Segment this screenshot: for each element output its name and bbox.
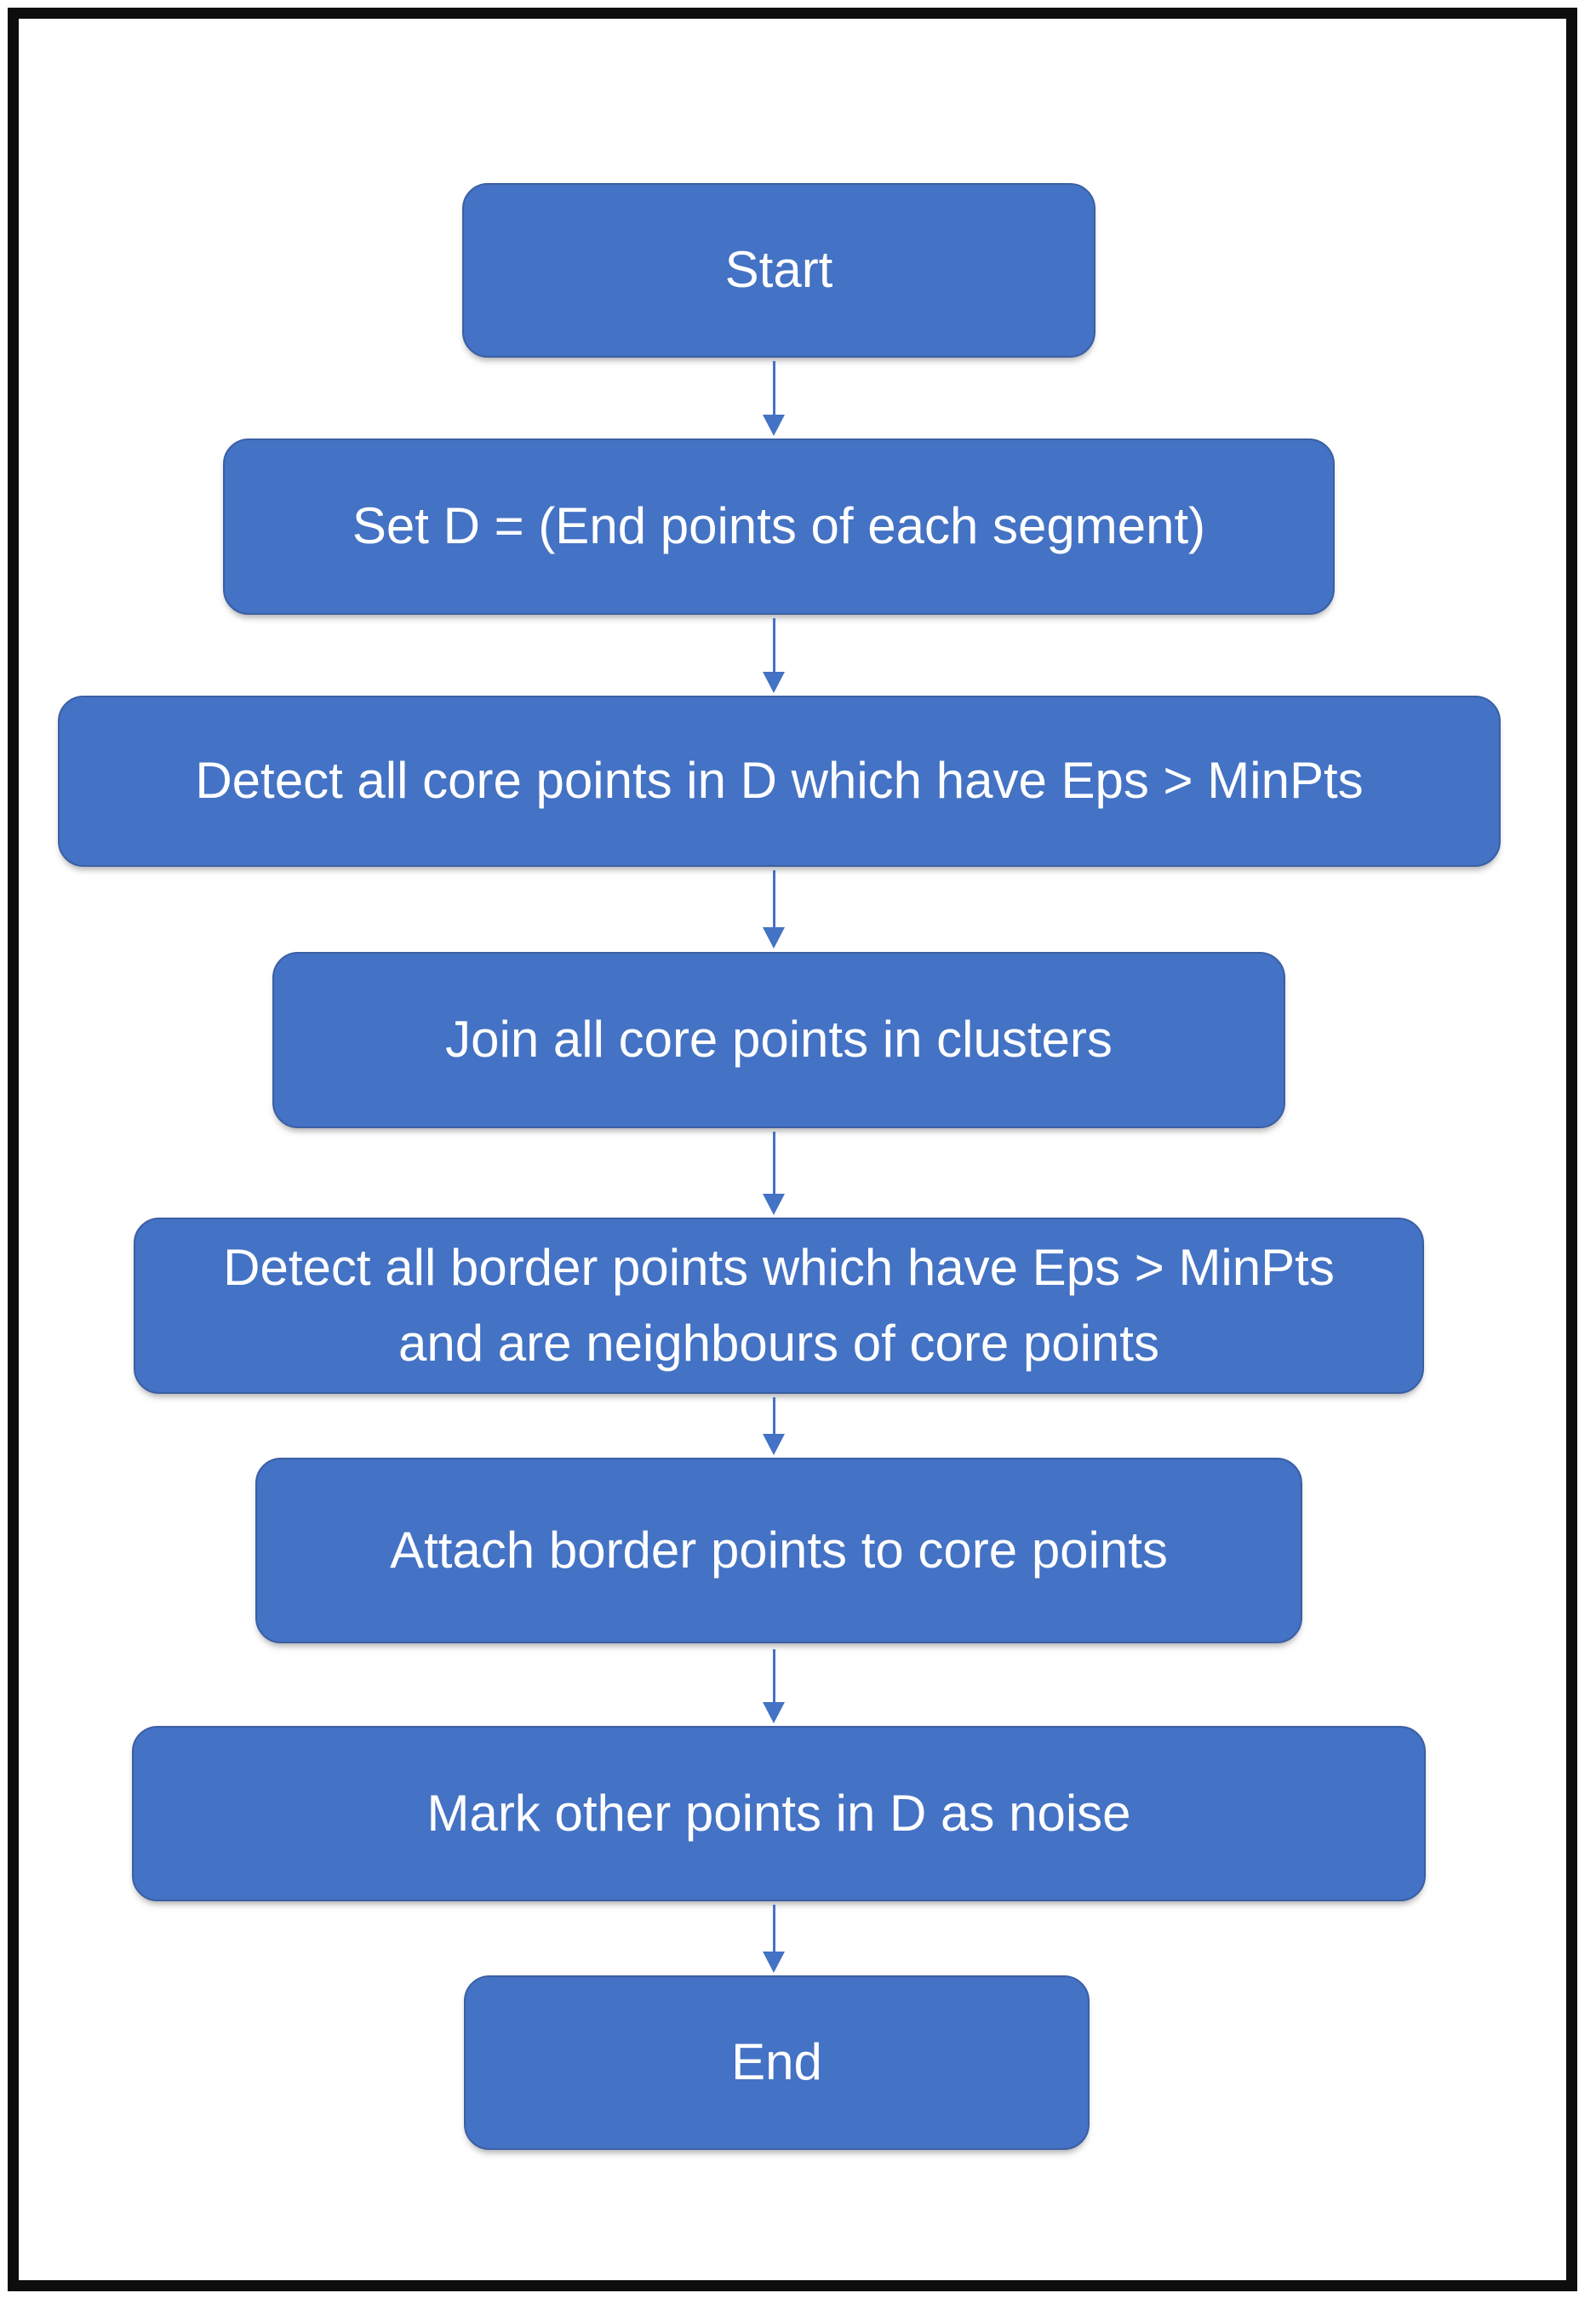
flow-node-label: Join all core points in clusters (445, 1011, 1113, 1069)
flow-node-label: Mark other points in D as noise (426, 1784, 1131, 1842)
arrow-join-to-detect-border (763, 1132, 785, 1215)
flow-node-label: Detect all border points which have Eps … (223, 1238, 1335, 1372)
flow-node-label: Set D = (End points of each segment) (352, 497, 1206, 555)
flow-node-end: End (464, 1975, 1090, 2150)
flow-node-label: End (731, 2033, 822, 2091)
arrow-set-d-to-detect-core (763, 618, 785, 693)
outer-frame (8, 8, 1577, 2291)
flow-node-detect-border-points: Detect all border points which have Eps … (134, 1218, 1424, 1394)
flow-node-label: Attach border points to core points (390, 1521, 1168, 1579)
arrow-detect-core-to-join (763, 870, 785, 949)
flow-node-set-d: Set D = (End points of each segment) (223, 438, 1335, 615)
flow-node-detect-core-points: Detect all core points in D which have E… (58, 696, 1501, 867)
arrow-detect-border-to-attach (763, 1397, 785, 1455)
flow-node-join-core-points: Join all core points in clusters (272, 952, 1285, 1128)
flow-node-label: Detect all core points in D which have E… (195, 752, 1364, 810)
flow-node-attach-border-points: Attach border points to core points (255, 1458, 1302, 1643)
flow-node-start: Start (462, 183, 1095, 358)
flow-node-label: Start (724, 241, 833, 299)
flow-node-mark-noise: Mark other points in D as noise (132, 1726, 1426, 1901)
arrow-start-to-set-d (763, 361, 785, 436)
arrow-attach-to-mark-noise (763, 1649, 785, 1723)
arrow-mark-noise-to-end (763, 1905, 785, 1973)
